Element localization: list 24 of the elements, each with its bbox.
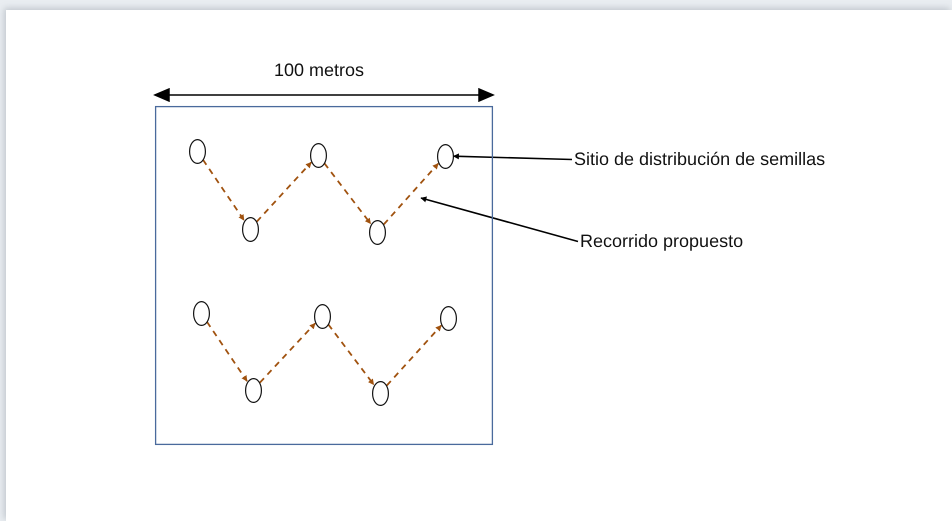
seed-site-ellipse — [244, 378, 262, 402]
seed-site-ellipse — [436, 144, 454, 168]
seed-site-ellipse — [310, 142, 326, 168]
leader-line — [420, 196, 578, 242]
plot-square — [155, 106, 493, 445]
route-arrow — [259, 322, 316, 384]
seed-site-ellipse — [368, 220, 386, 244]
seed-site-ellipse — [192, 300, 210, 326]
seed-site-ellipse — [372, 380, 388, 406]
route-arrow — [202, 159, 245, 221]
seed-site-ellipse — [188, 138, 206, 164]
dimension-label: 100 metros — [274, 60, 364, 81]
route-arrow — [256, 162, 312, 222]
leader-line — [452, 153, 572, 160]
route-arrow — [328, 324, 374, 386]
route-arrow — [383, 163, 439, 225]
seed-site-ellipse — [314, 304, 330, 328]
route-arrow — [206, 321, 248, 382]
callout-label: Recorrido propuesto — [580, 231, 744, 252]
route-arrow — [386, 324, 442, 386]
seed-site-ellipse — [440, 306, 456, 330]
callout-label: Sitio de distribución de semillas — [574, 149, 826, 170]
seed-site-ellipse — [242, 216, 258, 242]
route-arrow — [324, 162, 372, 224]
